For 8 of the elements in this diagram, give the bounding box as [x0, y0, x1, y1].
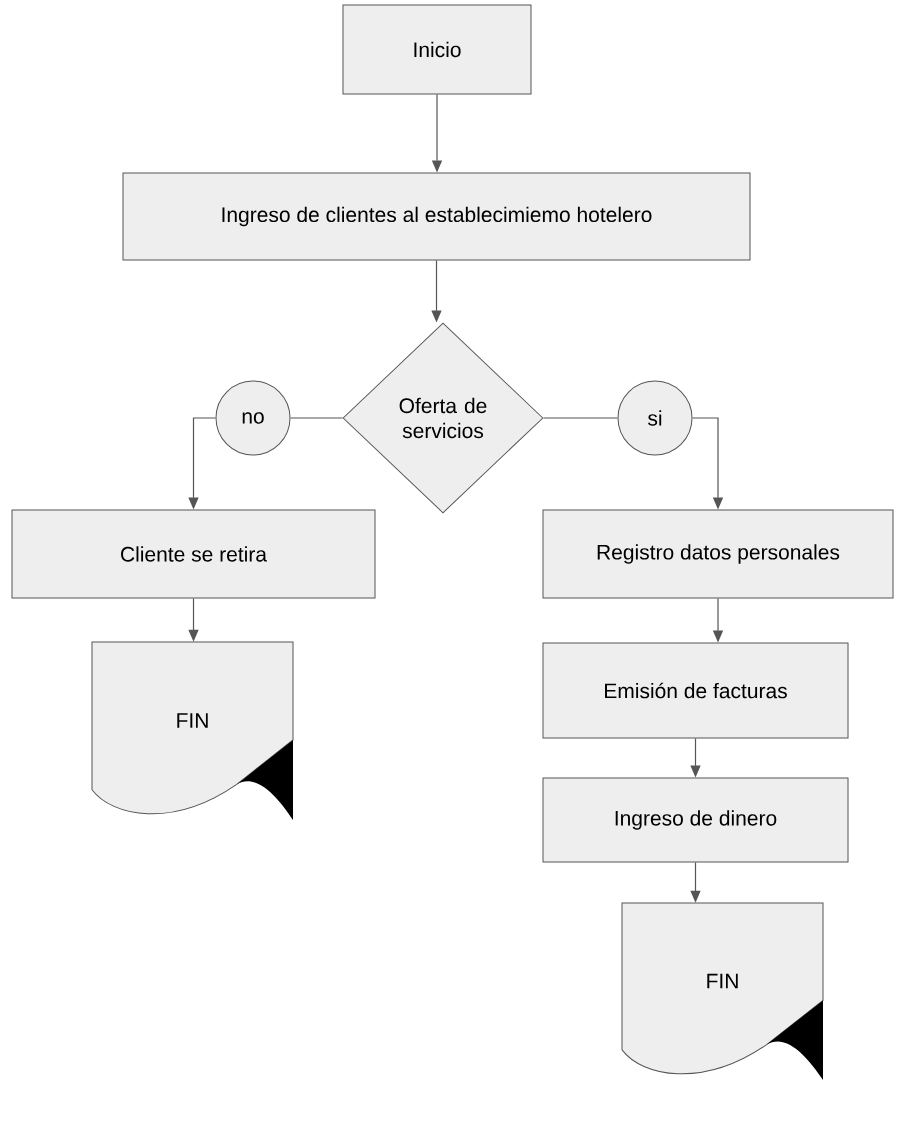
process-box: Registro datos personales [542, 509, 894, 599]
process-box: Inicio [342, 4, 532, 95]
connector-line [542, 417, 619, 419]
process-box: Cliente se retira [11, 509, 376, 599]
process-box: Ingreso de clientes al establecimiemo hotelero [122, 172, 751, 261]
connector-line [289, 417, 344, 419]
process-box: Emisión de facturas [542, 642, 849, 739]
process-box: Ingreso de dinero [542, 777, 849, 863]
